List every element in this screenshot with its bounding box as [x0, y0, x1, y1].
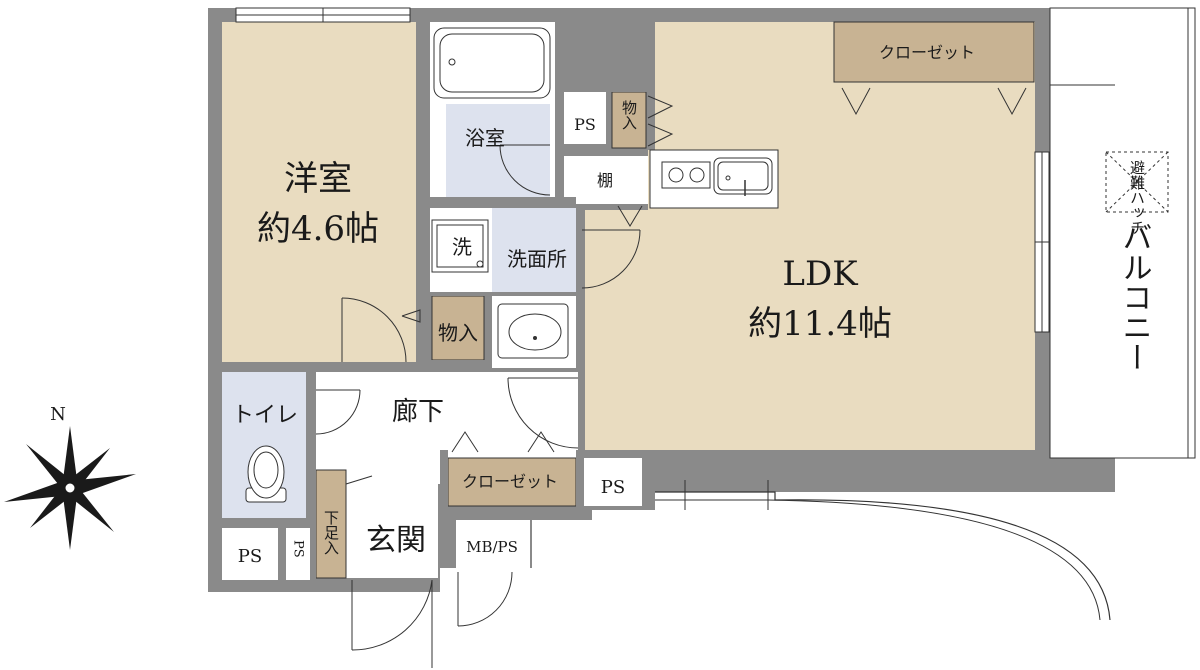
balcony-label: バルコニー [1117, 222, 1152, 372]
hatch-label: 避難ハッチ [1128, 160, 1146, 235]
north-label: N [50, 404, 66, 425]
compass-icon: N [4, 404, 136, 550]
fixtures [245, 27, 773, 503]
closet-ldk-label: クローゼット [879, 43, 975, 62]
wash-machine-label: 洗 [452, 235, 472, 259]
toilet-icon [245, 445, 287, 503]
kitchen-sink-icon [713, 157, 773, 196]
closet-ldk [833, 21, 1035, 83]
storage-center-label: 物入 [438, 321, 478, 345]
windows [235, 7, 1050, 333]
ps-kitchen-label: PS [574, 115, 596, 134]
ps-hall-label: PS [601, 477, 625, 498]
western-room-size: 約4.6帖 [257, 209, 379, 249]
closet-hall [447, 457, 577, 507]
balcony [655, 7, 1196, 621]
entrance-label: 玄関 [366, 523, 426, 558]
shoe-box-label: 下足入 [322, 510, 340, 555]
ldk-room [585, 22, 1035, 450]
storage-center [431, 295, 485, 361]
washroom-label: 洗面所 [507, 247, 567, 271]
bath-label: 浴室 [465, 126, 505, 150]
ldk-name: LDK [782, 254, 858, 294]
labels: 洋室 約4.6帖 LDK 約11.4帖 浴室 洗面所 洗 トイレ 廊下 玄関 ク… [232, 43, 975, 567]
toilet-label: トイレ [232, 403, 298, 428]
western-room [222, 22, 416, 362]
doors [315, 87, 1027, 668]
vertical-labels: 物入 下足入 PS バルコニー 避難ハッチ [291, 100, 1152, 558]
washing-machine-icon [431, 219, 489, 273]
entrance [346, 484, 438, 578]
ps-small-label: PS [291, 540, 306, 558]
western-room-name: 洋室 [284, 159, 352, 199]
ps-corner-label: PS [238, 546, 262, 567]
shelf-label: 棚 [597, 171, 613, 190]
basin-icon [508, 313, 562, 351]
storage-small [611, 91, 647, 149]
stove-icon [661, 161, 711, 189]
shoe-box [315, 469, 347, 579]
closet-hall-label: クローゼット [462, 472, 558, 491]
interior-walls [222, 22, 655, 580]
hallway-label: 廊下 [392, 397, 444, 427]
storage-small-label: 物入 [620, 100, 638, 130]
mbps-label: MB/PS [466, 538, 518, 556]
ldk-size: 約11.4帖 [748, 304, 892, 344]
